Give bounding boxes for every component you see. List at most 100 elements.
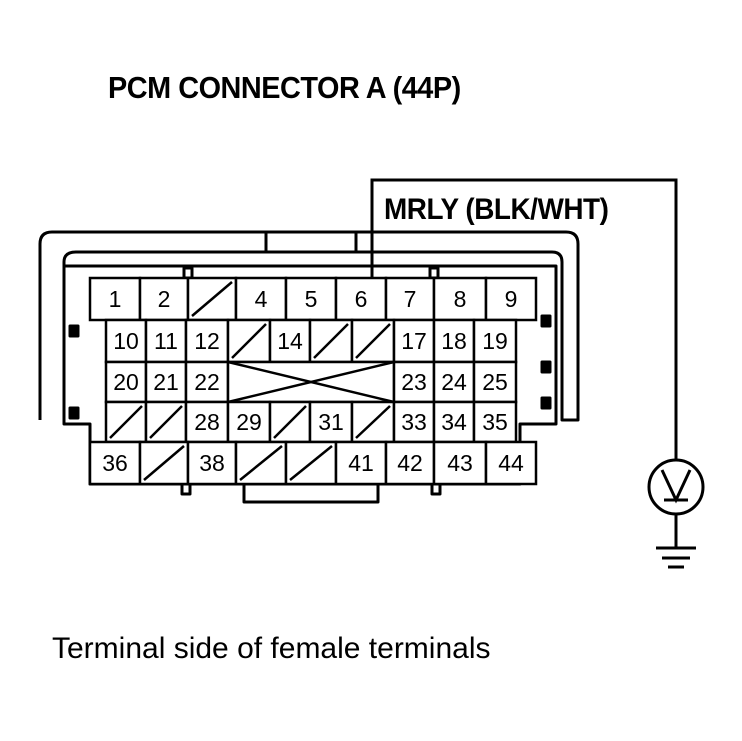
terminal-number: 22 — [194, 369, 220, 395]
terminal-41: 41 — [334, 440, 388, 486]
right-nub-2 — [540, 360, 552, 374]
terminal-25: 25 — [472, 360, 518, 404]
empty-terminal — [144, 400, 188, 444]
terminal-number: 28 — [194, 409, 220, 435]
blank-slash — [355, 323, 391, 359]
terminal-6: 6 — [334, 276, 388, 322]
terminal-number: 43 — [447, 450, 473, 476]
empty-terminal — [104, 400, 148, 444]
terminal-2: 2 — [138, 276, 190, 322]
terminal-24: 24 — [432, 360, 476, 404]
terminal-22: 22 — [184, 360, 230, 404]
terminal-7: 7 — [384, 276, 436, 322]
bottom-post-right — [430, 482, 442, 496]
terminal-33: 33 — [392, 400, 436, 444]
right-nub-1 — [540, 314, 552, 328]
top-latch — [264, 230, 358, 252]
terminal-number: 9 — [505, 286, 518, 312]
right-nub-3 — [540, 396, 552, 410]
terminal-21: 21 — [144, 360, 188, 404]
terminal-number: 36 — [102, 450, 128, 476]
terminal-1: 1 — [88, 276, 142, 322]
terminal-8: 8 — [432, 276, 488, 322]
terminal-9: 9 — [484, 276, 538, 322]
empty-terminal — [186, 276, 238, 322]
terminal-number: 7 — [404, 286, 417, 312]
blank-slash — [191, 281, 233, 317]
terminal-number: 23 — [401, 369, 427, 395]
empty-terminal — [268, 400, 312, 444]
terminal-number: 12 — [194, 328, 220, 354]
terminal-number: 42 — [397, 450, 423, 476]
terminal-number: 41 — [348, 450, 374, 476]
terminal-12: 12 — [184, 318, 230, 364]
terminal-number: 35 — [482, 409, 508, 435]
terminal-38: 38 — [186, 440, 238, 486]
terminal-number: 5 — [305, 286, 318, 312]
probe-wire — [370, 178, 678, 460]
blank-slash — [109, 405, 143, 439]
blank-slash — [273, 405, 307, 439]
top-post-left — [182, 266, 194, 280]
probe-circuit — [370, 178, 705, 569]
voltmeter-icon — [647, 458, 705, 516]
terminal-44: 44 — [484, 440, 538, 486]
terminal-number: 18 — [441, 328, 467, 354]
blank-slash — [289, 445, 333, 481]
terminal-28: 28 — [184, 400, 230, 444]
terminal-17: 17 — [392, 318, 436, 364]
terminal-29: 29 — [226, 400, 272, 444]
terminal-18: 18 — [432, 318, 476, 364]
terminal-number: 2 — [158, 286, 171, 312]
unused-block — [226, 360, 396, 404]
terminal-14: 14 — [268, 318, 312, 364]
page-title: PCM CONNECTOR A (44P) — [108, 70, 461, 105]
terminal-number: 14 — [277, 328, 303, 354]
terminal-number: 33 — [401, 409, 427, 435]
blank-slash — [231, 323, 267, 359]
top-post-right — [428, 266, 440, 280]
terminal-43: 43 — [432, 440, 488, 486]
terminal-31: 31 — [308, 400, 354, 444]
terminal-4: 4 — [234, 276, 288, 322]
terminal-number: 6 — [355, 286, 368, 312]
diagram-caption: Terminal side of female terminals — [52, 632, 491, 665]
empty-terminal — [284, 440, 338, 486]
empty-terminal — [226, 318, 272, 364]
terminal-number: 17 — [401, 328, 427, 354]
terminal-10: 10 — [104, 318, 148, 364]
terminal-number: 31 — [318, 409, 344, 435]
left-nub-upper — [68, 324, 80, 338]
empty-terminal — [234, 440, 288, 486]
terminal-19: 19 — [472, 318, 518, 364]
bottom-post-left — [180, 482, 192, 496]
terminal-number: 25 — [482, 369, 508, 395]
empty-terminal — [350, 400, 396, 444]
terminal-number: 21 — [153, 369, 179, 395]
terminal-5: 5 — [284, 276, 338, 322]
left-nub-lower — [68, 406, 80, 420]
terminal-number: 44 — [498, 450, 524, 476]
terminal-number: 19 — [482, 328, 508, 354]
empty-terminal — [308, 318, 354, 364]
empty-terminal — [350, 318, 396, 364]
terminal-number: 24 — [441, 369, 467, 395]
blank-slash — [143, 445, 185, 481]
terminal-11: 11 — [144, 318, 188, 364]
terminal-number: 1 — [109, 286, 122, 312]
terminal-number: 10 — [113, 328, 139, 354]
outer-shell — [38, 230, 580, 422]
terminal-number: 4 — [255, 286, 268, 312]
cross-line-b — [227, 360, 395, 404]
terminal-20: 20 — [104, 360, 148, 404]
blank-slash — [355, 405, 391, 439]
terminal-34: 34 — [432, 400, 476, 444]
terminal-23: 23 — [392, 360, 436, 404]
terminal-number: 11 — [154, 328, 178, 354]
terminal-number: 8 — [454, 286, 467, 312]
blank-slash — [149, 405, 183, 439]
blank-slash — [239, 445, 283, 481]
